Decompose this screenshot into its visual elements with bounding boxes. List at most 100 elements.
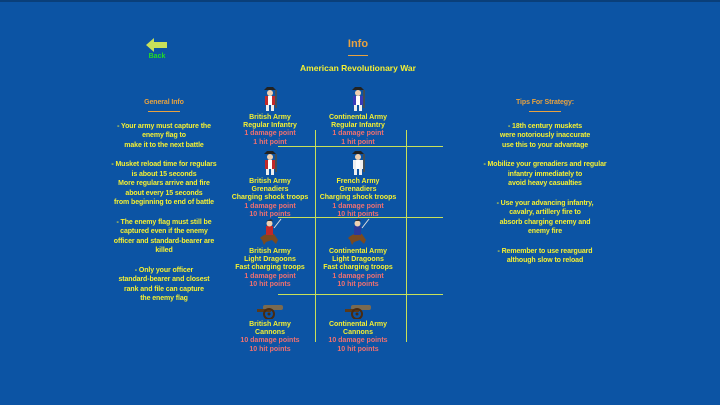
info-line: killed — [155, 247, 173, 254]
info-line: officer and standard-bearer are — [113, 237, 215, 245]
tips-panel: Tips For Strategy: - 18th century musket… — [472, 98, 618, 266]
unit-role: Fast charging troops — [235, 264, 305, 272]
back-button[interactable]: Back — [144, 38, 170, 60]
arrow-left-icon — [146, 38, 167, 52]
tips-heading: Tips For Strategy: — [516, 99, 574, 106]
unit-role: Charging shock troops — [231, 194, 309, 202]
info-paragraph: - Remember to use rearguard although slow… — [472, 247, 618, 266]
info-line: cavalry, artillery fire to — [509, 209, 581, 216]
info-line: is about 15 seconds — [131, 170, 197, 178]
info-line: make it to the next battle — [124, 141, 204, 149]
info-line: use this to your advantage — [501, 141, 589, 149]
grid-divider-v1 — [315, 130, 316, 342]
unit-damage: 1 damage point — [244, 202, 296, 210]
info-line: - Mobilize your grenadiers and regular — [483, 161, 607, 168]
french-grenadier-icon — [313, 150, 403, 176]
top-border — [0, 0, 720, 2]
unit-army: Continental Army — [328, 321, 388, 328]
unit-type: Grenadiers — [251, 186, 289, 194]
unit-army: British Army — [249, 114, 291, 121]
info-paragraph: - The enemy flag must still be captured e… — [92, 218, 236, 256]
info-line: - Musket reload time for regulars — [111, 161, 217, 168]
unit-army: British Army — [249, 321, 291, 328]
info-line: captured even if the enemy — [120, 228, 208, 235]
info-line: were notoriously inaccurate — [499, 132, 591, 139]
page-title-block: Info — [320, 38, 396, 56]
info-paragraph: - Only your officer standard-bearer and c… — [92, 266, 236, 304]
unit-damage: 10 damage points — [240, 337, 300, 345]
unit-type: Grenadiers — [339, 186, 377, 194]
title-underline — [348, 55, 368, 56]
info-line: - Use your advancing infantry, — [496, 199, 594, 207]
unit-type: Regular Infantry — [243, 122, 297, 130]
unit-army: Continental Army — [328, 114, 388, 121]
unit-hp: 10 hit points — [337, 345, 379, 353]
info-line: infantry immediately to — [507, 170, 583, 178]
continental-regular-infantry-icon — [313, 86, 403, 112]
unit-damage: 1 damage point — [332, 272, 384, 280]
info-line: - The enemy flag must still be — [116, 218, 212, 226]
unit-damage: 1 damage point — [332, 130, 384, 138]
info-line: absorb charging enemy and — [499, 218, 591, 226]
heading-underline — [529, 110, 561, 112]
unit-army: British Army — [249, 248, 291, 255]
general-info-heading: General Info — [144, 99, 184, 106]
info-paragraph: - Mobilize your grenadiers and regular in… — [472, 160, 618, 189]
unit-damage: 10 damage points — [328, 337, 388, 345]
continental-cannon-icon — [313, 293, 403, 319]
info-line: about every 15 seconds — [125, 189, 203, 197]
general-info-panel: General Info - Your army must capture th… — [92, 98, 236, 304]
page-subtitle: American Revolutionary War — [300, 63, 416, 73]
unit-hp: 10 hit points — [249, 345, 291, 353]
page-title: Info — [347, 38, 369, 50]
info-line: rank and file can capture — [124, 285, 204, 293]
british-cannon-icon — [225, 293, 315, 319]
unit-role: Charging shock troops — [319, 194, 397, 202]
unit-type: Cannons — [255, 329, 285, 337]
unit-hp: 10 hit points — [337, 210, 379, 218]
unit-hp: 1 hit point — [341, 138, 375, 146]
unit-damage: 1 damage point — [244, 130, 296, 138]
unit-hp: 10 hit points — [249, 280, 291, 288]
grid-divider-v2 — [406, 130, 407, 342]
continental-light-dragoon-icon — [313, 218, 403, 246]
unit-type: Cannons — [343, 329, 373, 337]
info-line: from beginning to end of battle — [114, 199, 214, 206]
info-line: although slow to reload — [506, 257, 584, 264]
info-line: - Remember to use rearguard — [497, 247, 593, 255]
british-regular-infantry-icon — [225, 86, 315, 112]
unit-role: Fast charging troops — [323, 264, 393, 272]
unit-type: Regular Infantry — [331, 122, 385, 130]
info-line: enemy fire — [527, 228, 563, 235]
unit-army: Continental Army — [328, 248, 388, 255]
info-line: - Only your officer — [134, 266, 194, 274]
unit-type: Light Dragoons — [244, 256, 296, 264]
unit-army: French Army — [336, 178, 380, 185]
info-line: standard-bearer and closest — [118, 276, 210, 283]
unit-damage: 1 damage point — [332, 202, 384, 210]
british-grenadier-icon — [225, 150, 315, 176]
back-label: Back — [148, 53, 166, 60]
info-line: enemy flag to — [142, 132, 186, 139]
unit-hp: 1 hit point — [253, 138, 287, 146]
heading-underline — [148, 110, 180, 112]
info-paragraph: - Use your advancing infantry, cavalry, a… — [472, 199, 618, 237]
british-light-dragoon-icon — [225, 218, 315, 246]
unit-type: Light Dragoons — [332, 256, 384, 264]
unit-damage: 1 damage point — [244, 272, 296, 280]
grid-divider-h3 — [278, 294, 443, 295]
info-paragraph: - Musket reload time for regulars is abou… — [92, 160, 236, 208]
unit-hp: 10 hit points — [249, 210, 291, 218]
unit-army: British Army — [249, 178, 291, 185]
grid-divider-h2 — [278, 217, 443, 218]
info-line: More regulars arrive and fire — [118, 180, 210, 187]
